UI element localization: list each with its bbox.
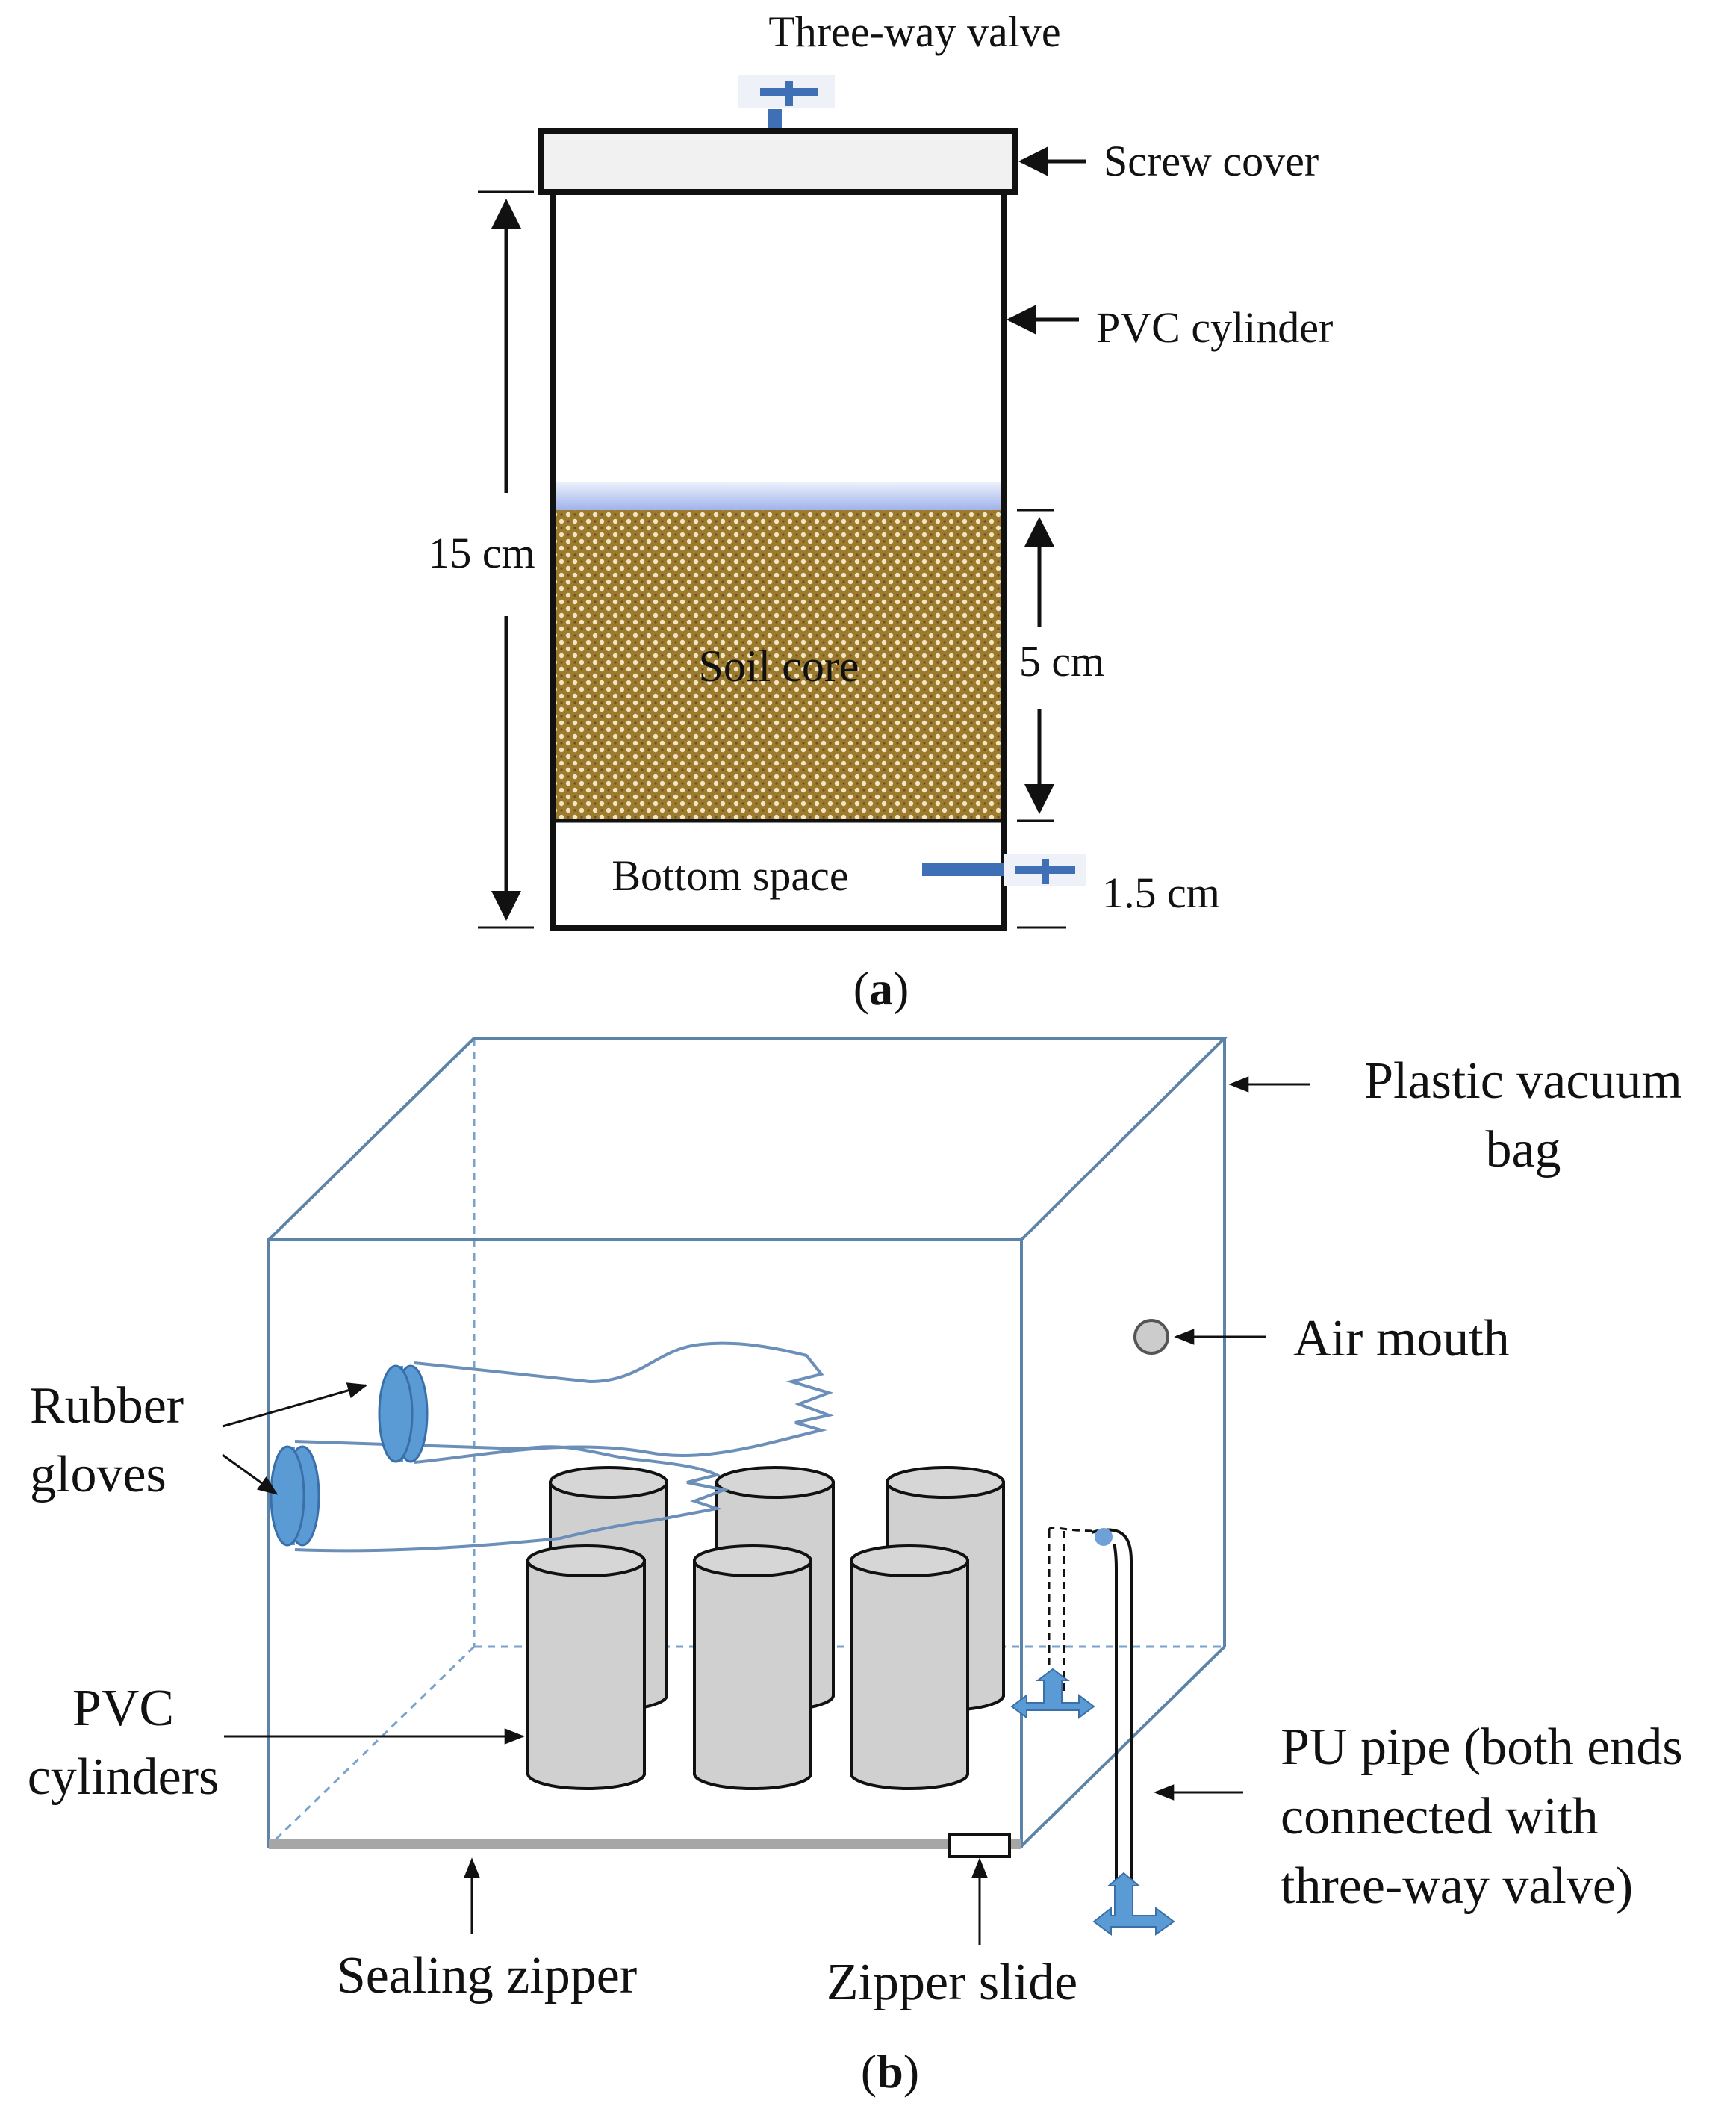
screw-cover (538, 128, 1018, 195)
pvc-cylinders-label-1: PVC (72, 1680, 174, 1737)
water-layer (556, 482, 1001, 510)
rubber-gloves-label-2: gloves (30, 1446, 167, 1503)
pu-pipe-label-1: PU pipe (both ends (1281, 1718, 1683, 1776)
glove-cuff-lower (270, 1445, 320, 1547)
pu-pipe-label-3: three-way valve) (1281, 1857, 1633, 1915)
three-way-valve-icon (1010, 1668, 1095, 1719)
pu-pipe-label-2: connected with (1281, 1788, 1599, 1845)
screw-cover-label: Screw cover (1104, 137, 1319, 185)
rubber-gloves-label-1: Rubber (30, 1377, 184, 1435)
zipper-slide-label: Zipper slide (827, 1954, 1077, 2011)
caption-b: (b) (861, 2045, 919, 2098)
pvc-cylinder-label: PVC cylinder (1096, 303, 1333, 352)
three-way-valve-label: Three-way valve (768, 7, 1060, 56)
panel-b: Plastic vacuum bag Air mouth Rubber glov… (28, 1037, 1683, 2098)
height-1-5cm-label: 1.5 cm (1102, 869, 1220, 917)
vacuum-bag-label-2: bag (1485, 1121, 1561, 1178)
three-way-valve-icon (738, 75, 835, 131)
rubber-gloves-arrow-upper (222, 1382, 368, 1428)
rubber-gloves-arrow-lower (222, 1453, 279, 1495)
cylinder-icon (693, 1544, 812, 1790)
height-5cm-label: 5 cm (1019, 637, 1104, 686)
sealing-zipper (269, 1839, 1021, 1849)
pvc-cylinders-label-2: cylinders (28, 1748, 220, 1806)
pu-pipe (1048, 1527, 1133, 1901)
caption-a: (a) (853, 962, 909, 1015)
soil-core (556, 510, 1001, 821)
air-mouth-icon (1133, 1319, 1169, 1355)
side-valve-icon (922, 854, 1086, 886)
panel-a: Three-way valve Soil core Bottom space S… (428, 7, 1333, 1015)
sealing-zipper-label: Sealing zipper (337, 1947, 637, 2004)
cylinder-icon (850, 1544, 969, 1790)
three-way-valve-icon (1092, 1872, 1175, 1936)
height-15cm-label: 15 cm (428, 529, 535, 577)
glove-icon (294, 1341, 835, 1553)
cylinder-icon (526, 1544, 646, 1790)
vacuum-bag-label-1: Plastic vacuum (1364, 1052, 1682, 1110)
zipper-slide (948, 1833, 1011, 1858)
air-mouth-label: Air mouth (1293, 1310, 1510, 1367)
glove-cuff-upper (378, 1364, 429, 1463)
bottom-space-label: Bottom space (612, 851, 848, 900)
soil-core-label: Soil core (699, 642, 859, 691)
